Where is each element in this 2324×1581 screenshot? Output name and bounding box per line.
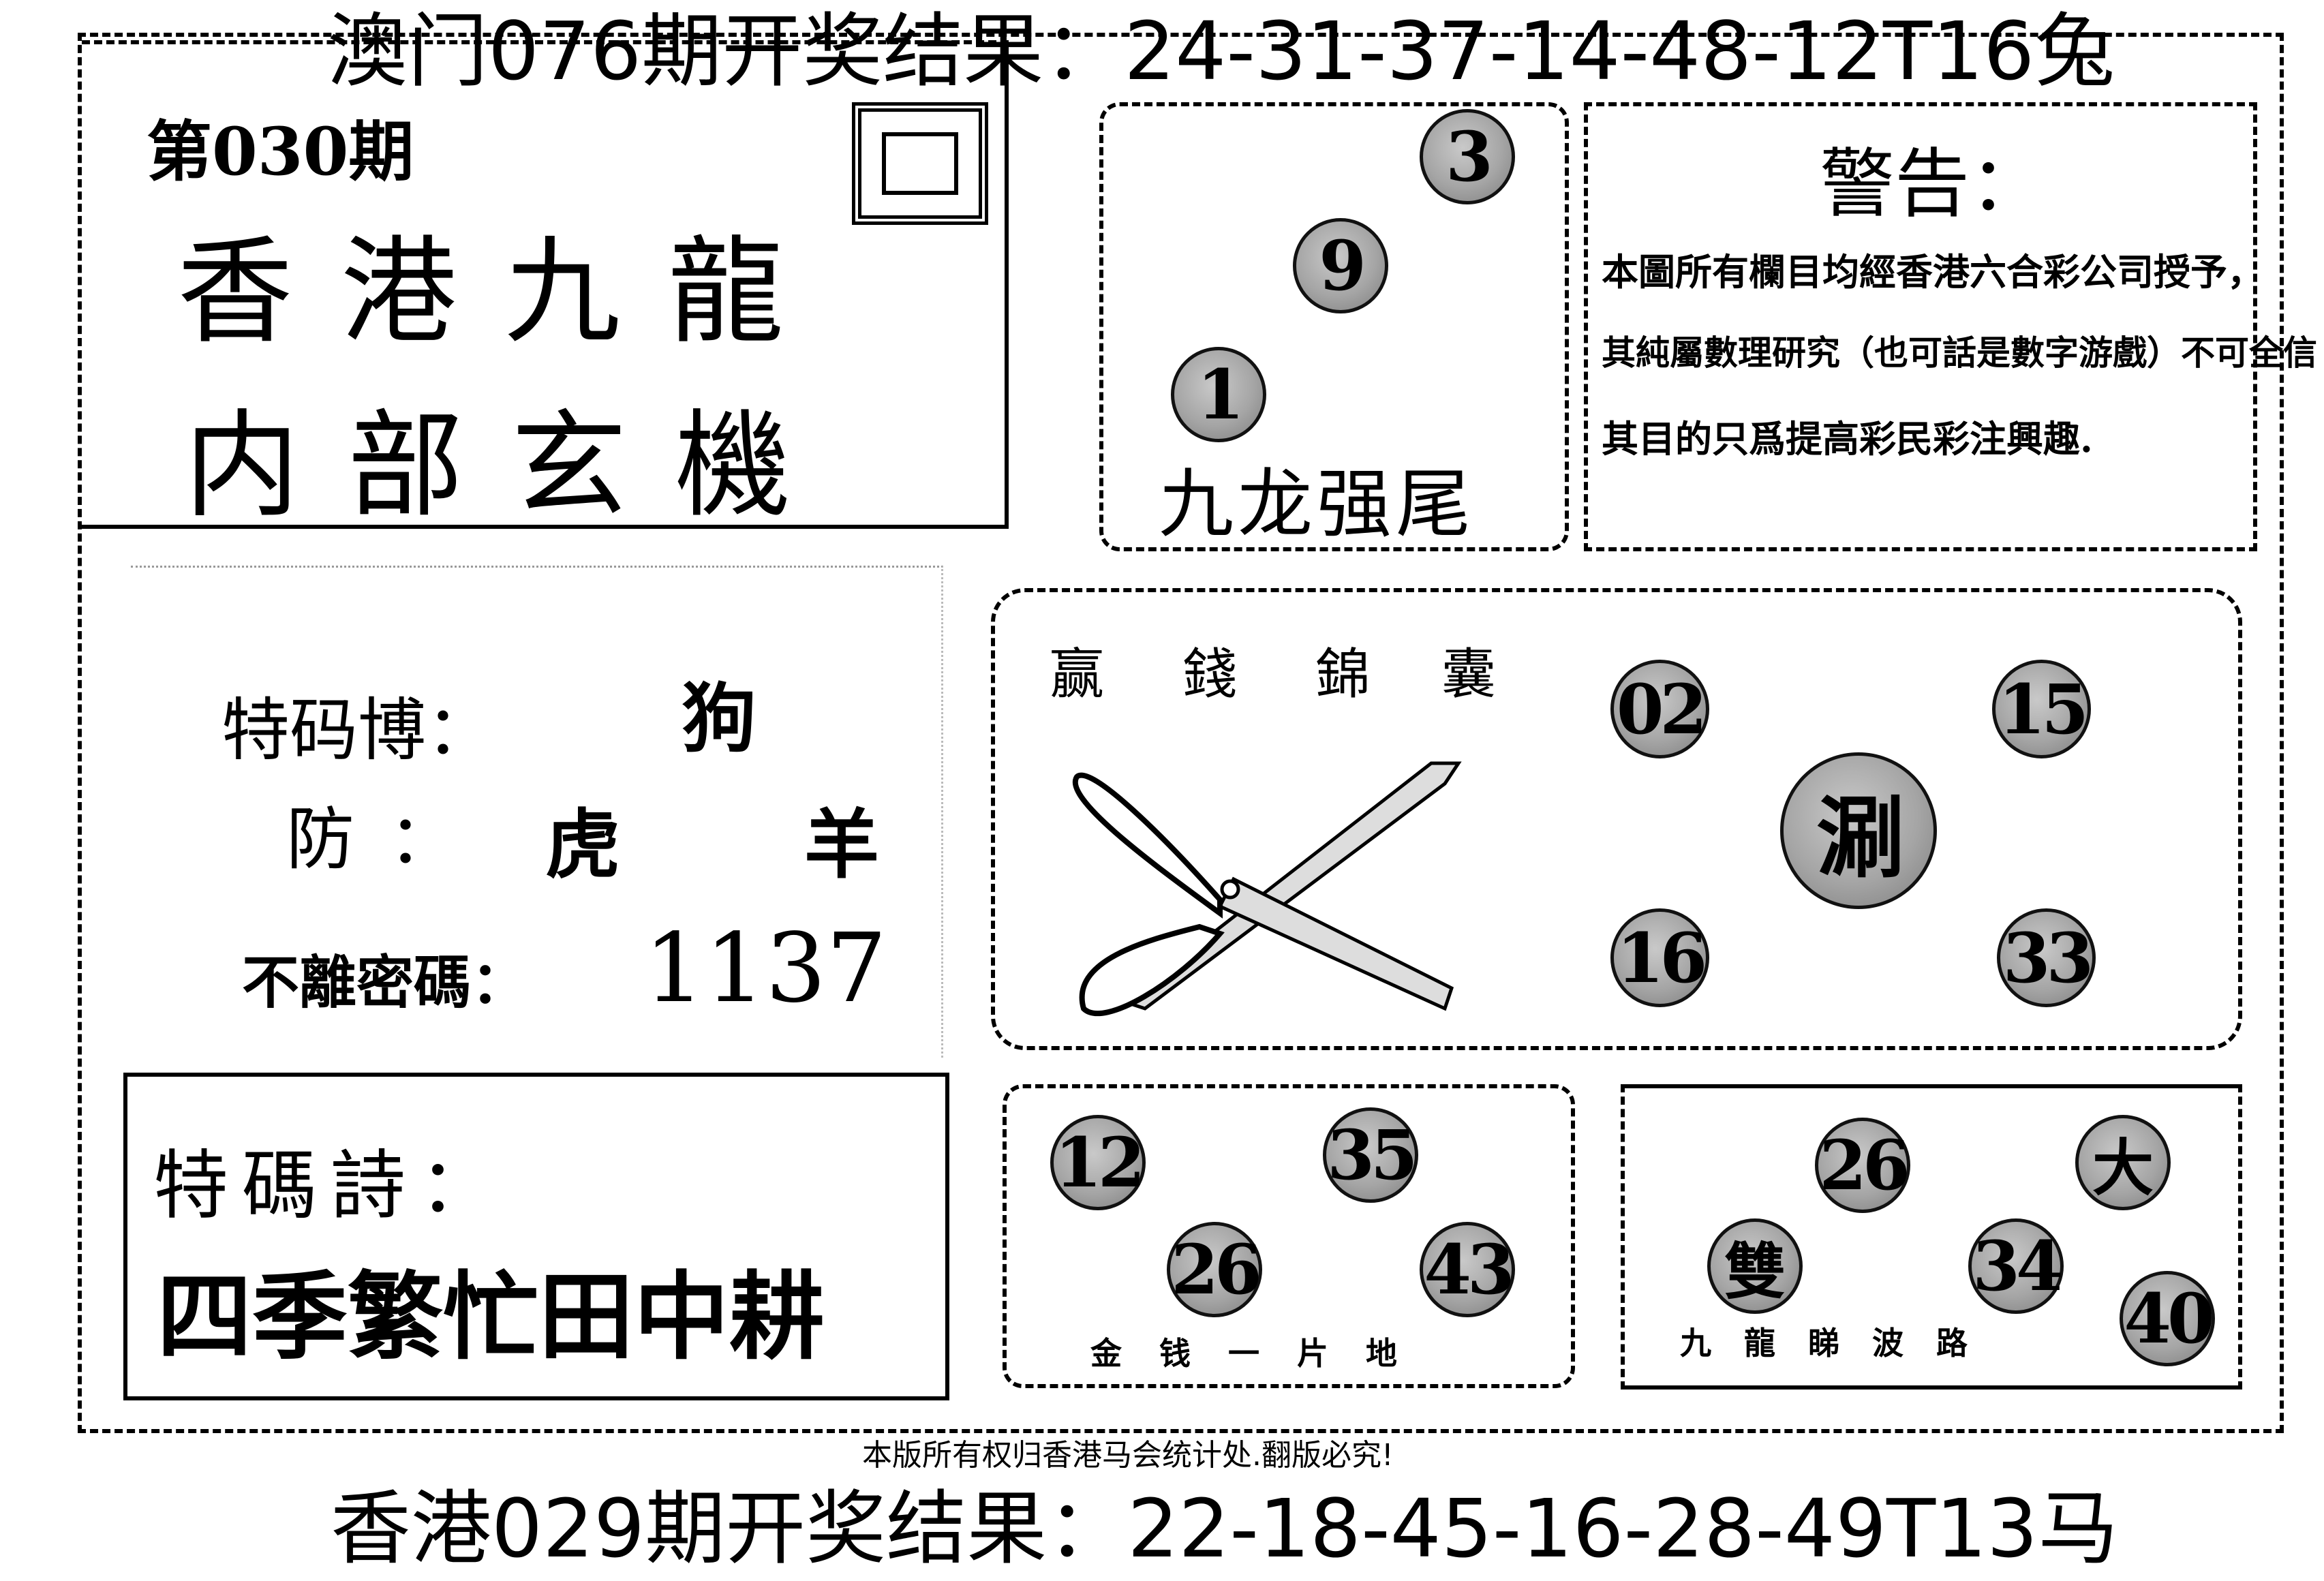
ball: 大 <box>2075 1115 2171 1210</box>
ball: 1 <box>1171 347 1266 442</box>
warning-line: 其目的只爲提高彩民彩注興趣. <box>1602 417 2093 461</box>
ball: 33 <box>1997 908 2096 1007</box>
copyright-note: 本版所有权归香港马会统计处.翻版必究! <box>862 1438 1394 1473</box>
ball: 34 <box>1968 1218 2064 1314</box>
kit-heading: 囊 <box>1441 643 1496 706</box>
ball: 35 <box>1323 1107 1418 1203</box>
kit-heading: 赢 <box>1050 643 1104 706</box>
ball: 26 <box>1815 1118 1910 1213</box>
poem-label: 特碼詩： <box>153 1142 508 1229</box>
poem-box <box>123 1073 949 1400</box>
ball: 3 <box>1420 109 1515 204</box>
guard-value: 羊 <box>804 801 879 889</box>
money-box <box>1003 1084 1575 1388</box>
wave-caption: 九龍睇波路 <box>1680 1325 2000 1362</box>
kit-box <box>991 588 2242 1050</box>
poem-text: 四季繁忙田中耕 <box>157 1262 825 1373</box>
logo-icon <box>852 102 988 225</box>
tail-box <box>1099 102 1569 551</box>
wave-box <box>1621 1084 2242 1390</box>
ball: 43 <box>1420 1222 1515 1317</box>
warning-box <box>1584 102 2257 551</box>
warning-line: 其純屬數理研究（也可話是數字游戲）不可全信 <box>1602 333 2317 373</box>
tail-caption: 九龙强尾 <box>1159 461 1475 548</box>
ball: 雙 <box>1707 1218 1803 1314</box>
macau-result: 澳门076期开奖结果：24-31-37-14-48-12T16兔 <box>327 4 2115 98</box>
hk-result: 香港029期开奖结果：22-18-45-16-28-49T13马 <box>331 1482 2119 1576</box>
ball: 9 <box>1293 218 1388 313</box>
ball: 26 <box>1167 1222 1262 1317</box>
guard-value: 虎 <box>545 801 620 889</box>
tips-panel <box>131 566 943 1058</box>
kit-heading: 錢 <box>1182 643 1237 706</box>
title-line1: 香港九龍 <box>177 225 832 360</box>
outer-frame <box>78 33 2284 1433</box>
center-ball: 涮 <box>1780 752 1937 909</box>
warning-title: 警告： <box>1820 140 2045 228</box>
warning-line: 本圖所有欄目均經香港六合彩公司授予， <box>1602 250 2264 294</box>
guard-label: 防： <box>286 799 491 879</box>
ball: 15 <box>1992 660 2091 758</box>
code-value: 1137 <box>644 913 887 1024</box>
ball: 16 <box>1610 908 1709 1007</box>
special-label: 特码博： <box>221 690 494 770</box>
issue-number: 第030期 <box>147 113 414 190</box>
title-box <box>82 40 1009 529</box>
title-line2: 内部玄機 <box>184 399 839 534</box>
ball: 12 <box>1050 1115 1146 1210</box>
code-label: 不離密碼： <box>242 949 529 1016</box>
kit-heading: 錦 <box>1315 643 1370 706</box>
special-value: 狗 <box>682 675 756 763</box>
money-caption: 金钱一片地 <box>1090 1335 1435 1372</box>
ball: 02 <box>1610 660 1709 758</box>
ball: 40 <box>2120 1271 2215 1366</box>
scissors-icon <box>1072 761 1462 1017</box>
